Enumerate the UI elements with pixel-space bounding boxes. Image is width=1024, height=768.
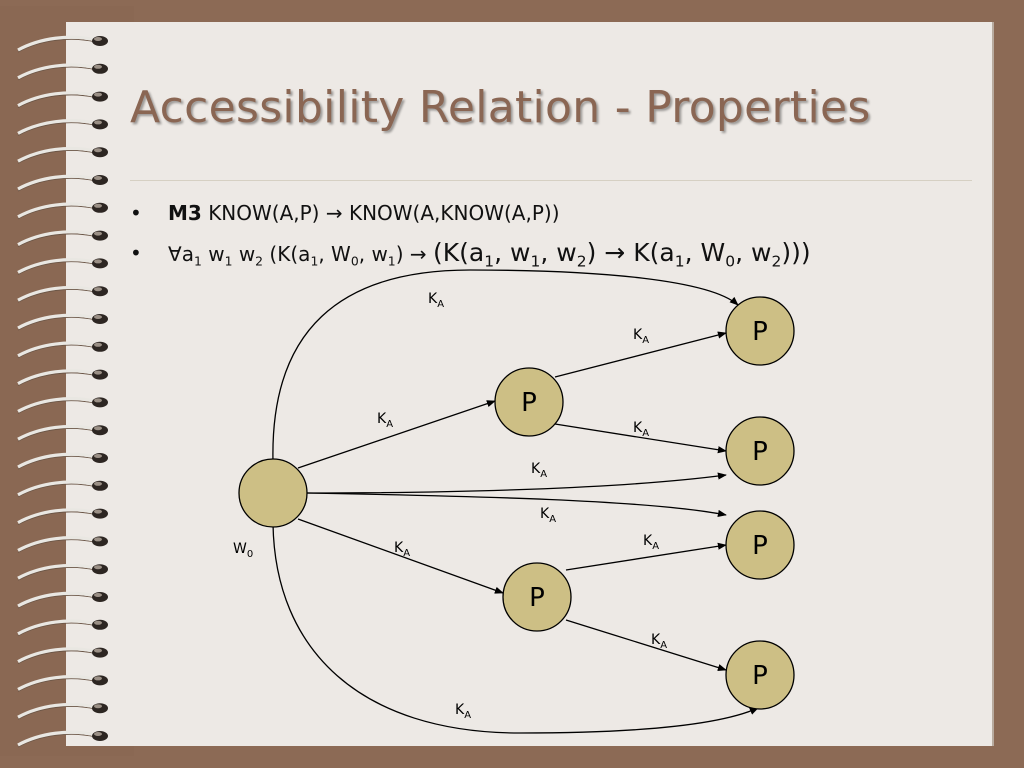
binding-ring [17, 591, 108, 609]
node-label-third-right: P [752, 531, 768, 561]
edge-w0-p-third-right [306, 492, 727, 517]
binding-ring [17, 647, 108, 665]
binding-ring [17, 563, 108, 581]
binding-ring [17, 313, 108, 331]
node-label-upper-mid: P [521, 388, 537, 418]
world-p-top-right [725, 296, 795, 366]
edge-w0-p-lower-mid [297, 518, 504, 594]
binding-ring [17, 91, 108, 109]
edge-pmid-up-top-right [554, 331, 727, 378]
binding-ring [17, 730, 108, 748]
edge-label-w0-third: KA [540, 506, 556, 525]
edge-label-w0-second: KA [531, 461, 547, 480]
edge-pmid-low-bottom-right [565, 619, 727, 672]
edge-label-top-arc: KA [428, 291, 444, 310]
edge-label-pmid-third: KA [643, 533, 659, 552]
binding-ring [17, 35, 108, 53]
edge-label-pmid-top: KA [633, 327, 649, 346]
world-p-bottom-right [725, 640, 795, 710]
binding-ring [17, 146, 108, 164]
edge-label-pmid-bottom: KA [651, 632, 667, 651]
edge-label-bottom-arc: KA [455, 702, 471, 721]
bullet-dot: • [130, 241, 142, 265]
world-p-second-right [725, 416, 795, 486]
binding-ring [17, 397, 108, 414]
edge-w0-p-second-right [306, 472, 727, 494]
world-w0 [238, 458, 308, 528]
edge-w0-p-bottom-right [272, 523, 759, 734]
edge-pmid-low-third-right [565, 542, 727, 571]
binding-ring [17, 258, 108, 275]
binding-ring [17, 536, 108, 553]
binding-ring [17, 369, 108, 387]
binding-ring [17, 285, 108, 303]
formula: ∀a1 w1 w2 (K(a1, W0, w1) → (K(a1, w1, w2… [168, 238, 811, 271]
binding-ring [17, 508, 108, 526]
bullet-m3-text: KNOW(A,P) → KNOW(A,KNOW(A,P)) [208, 201, 560, 225]
edge-pmid-up-second-right [554, 423, 727, 454]
binding-ring [17, 452, 108, 470]
binding-ring [17, 63, 108, 81]
edge-label-w0-upper: KA [377, 411, 393, 430]
bullet-formula: • ∀a1 w1 w2 (K(a1, W0, w1) → (K(a1, w1, … [130, 238, 811, 269]
bullet-dot: • [130, 201, 142, 225]
bullet-m3: • M3 KNOW(A,P) → KNOW(A,KNOW(A,P)) [130, 198, 811, 228]
bullet-m3-label: M3 [168, 201, 202, 225]
node-label-bottom-right: P [752, 661, 768, 691]
edge-w0-p-upper-mid [297, 400, 496, 469]
binding-ring [17, 230, 108, 248]
spiral-binding [17, 35, 108, 748]
node-label-lower-mid: P [529, 583, 545, 613]
binding-ring [17, 174, 108, 192]
node-label-top-right: P [752, 317, 768, 347]
binding-ring [17, 675, 108, 692]
binding-ring [17, 341, 108, 359]
slide-title: Accessibility Relation - Properties [130, 82, 871, 133]
world-p-upper-mid [494, 367, 564, 437]
edge-label-w0-lower: KA [394, 540, 410, 559]
edge-label-pmid-second: KA [633, 420, 649, 439]
root-label-w0: W0 [233, 541, 253, 560]
binding-ring [17, 119, 108, 136]
edge-w0-p-top-right [272, 269, 739, 463]
title-divider [130, 180, 972, 181]
binding-ring [17, 619, 108, 637]
node-label-second-right: P [752, 437, 768, 467]
world-p-lower-mid [502, 562, 572, 632]
world-p-third-right [725, 510, 795, 580]
bullet-list: • M3 KNOW(A,P) → KNOW(A,KNOW(A,P)) • ∀a1… [130, 198, 811, 269]
binding-ring [17, 702, 108, 720]
binding-ring [17, 424, 108, 442]
binding-ring [17, 480, 108, 498]
binding-ring [17, 202, 108, 220]
